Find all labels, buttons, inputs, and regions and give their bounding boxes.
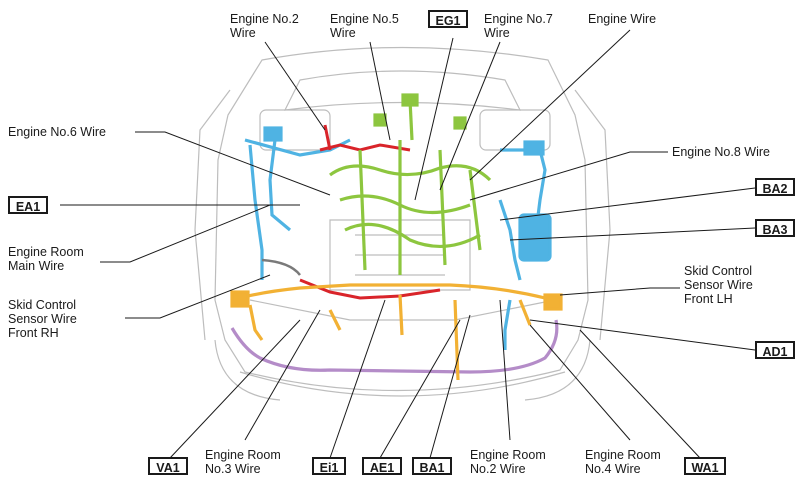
label-engine-no7-wire: Engine No.7 Wire xyxy=(484,12,553,40)
connector-ei1: Ei1 xyxy=(312,457,346,475)
label-skid-control-front-lh: Skid Control Sensor Wire Front LH xyxy=(684,264,753,306)
engine-room-main-wire xyxy=(244,126,552,350)
label-engine-no2-wire: Engine No.2 Wire xyxy=(230,12,299,40)
leader-lines xyxy=(60,29,756,459)
connector-ea1: EA1 xyxy=(8,196,48,214)
skid-control-wire xyxy=(261,258,301,276)
label-engine-room-no2-wire: Engine Room No.2 Wire xyxy=(470,448,546,476)
label-skid-control-front-rh: Skid Control Sensor Wire Front RH xyxy=(8,298,77,340)
engine-wire xyxy=(329,93,492,275)
label-engine-room-main-wire: Engine Room Main Wire xyxy=(8,245,84,273)
engine-room-no4-wire xyxy=(230,319,559,374)
engine-room-no2-wire xyxy=(230,283,563,381)
connector-ba2: BA2 xyxy=(755,178,795,196)
connector-ba1: BA1 xyxy=(412,457,452,475)
connector-va1: VA1 xyxy=(148,457,188,475)
connector-ba3: BA3 xyxy=(755,219,795,237)
label-engine-no8-wire: Engine No.8 Wire xyxy=(672,145,770,159)
label-engine-no6-wire: Engine No.6 Wire xyxy=(8,125,106,139)
label-engine-no5-wire: Engine No.5 Wire xyxy=(330,12,399,40)
connector-wa1: WA1 xyxy=(684,457,726,475)
label-engine-room-no3-wire: Engine Room No.3 Wire xyxy=(205,448,281,476)
label-engine-room-no4-wire: Engine Room No.4 Wire xyxy=(585,448,661,476)
connector-ae1: AE1 xyxy=(362,457,402,475)
label-engine-wire: Engine Wire xyxy=(588,12,657,26)
vehicle-outline xyxy=(194,46,611,401)
connector-eg1: EG1 xyxy=(428,10,468,28)
connector-ad1: AD1 xyxy=(755,341,795,359)
